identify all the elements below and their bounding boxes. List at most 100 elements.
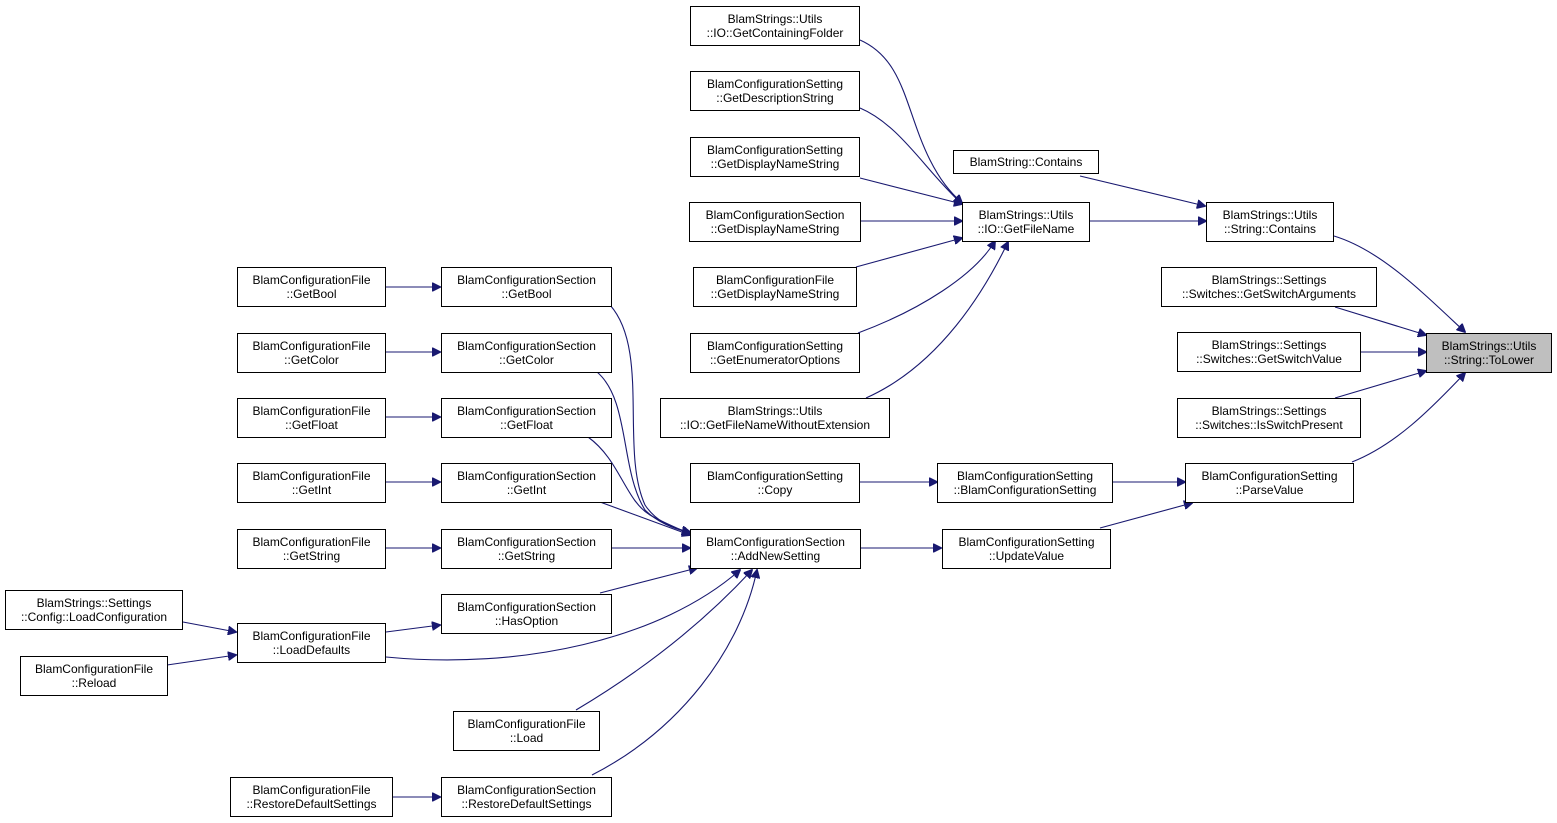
node-file-reload-line2: ::Reload bbox=[71, 676, 117, 690]
node-section-hasoption-line1: BlamConfigurationSection bbox=[457, 599, 596, 614]
node-parsevalue[interactable]: BlamConfigurationSetting ::ParseValue bbox=[1185, 463, 1354, 503]
node-getdescriptionstring-line1: BlamConfigurationSetting bbox=[706, 76, 844, 91]
node-file-getcolor[interactable]: BlamConfigurationFile ::GetColor bbox=[237, 333, 386, 373]
node-addnewsetting-line2: ::AddNewSetting bbox=[730, 549, 821, 563]
edge-loadconfiguration-loaddefaults bbox=[182, 621, 236, 632]
node-getcontainingfolder-line2: ::IO::GetContainingFolder bbox=[706, 26, 844, 40]
edge-loaddefaults-addnewsetting bbox=[385, 570, 740, 661]
node-section-hasoption-line2: ::HasOption bbox=[494, 614, 559, 628]
node-getenumeratoroptions[interactable]: BlamConfigurationSetting ::GetEnumerator… bbox=[690, 333, 860, 373]
node-section-getcolor[interactable]: BlamConfigurationSection ::GetColor bbox=[441, 333, 612, 373]
node-section-restoredefaultsettings[interactable]: BlamConfigurationSection ::RestoreDefaul… bbox=[441, 777, 612, 817]
node-updatevalue[interactable]: BlamConfigurationSetting ::UpdateValue bbox=[942, 529, 1111, 569]
node-file-getstring-line2: ::GetString bbox=[282, 549, 341, 563]
edge-hasoption-addnewsetting bbox=[599, 568, 697, 594]
node-section-restoredefaultsettings-line1: BlamConfigurationSection bbox=[457, 782, 596, 797]
edge-blamstringcontains-stringcontains bbox=[1079, 175, 1205, 206]
node-file-restoredefaultsettings-line1: BlamConfigurationFile bbox=[252, 782, 371, 797]
edge-reload-loaddefaults bbox=[166, 655, 236, 666]
node-file-getbool[interactable]: BlamConfigurationFile ::GetBool bbox=[237, 267, 386, 307]
edge-load-addnewsetting bbox=[575, 570, 752, 711]
node-section-getdisplaynamestring[interactable]: BlamConfigurationSection ::GetDisplayNam… bbox=[689, 202, 861, 242]
node-blamconfigurationsetting-ctor-line2: ::BlamConfigurationSetting bbox=[953, 483, 1097, 497]
node-addnewsetting[interactable]: BlamConfigurationSection ::AddNewSetting bbox=[690, 529, 861, 569]
node-addnewsetting-line1: BlamConfigurationSection bbox=[706, 534, 845, 549]
node-getenumeratoroptions-line1: BlamConfigurationSetting bbox=[706, 338, 844, 353]
node-file-reload[interactable]: BlamConfigurationFile ::Reload bbox=[20, 656, 168, 696]
node-setting-copy-line1: BlamConfigurationSetting bbox=[706, 468, 844, 483]
node-string-contains-line1: BlamStrings::Utils bbox=[1222, 207, 1318, 222]
node-file-getstring[interactable]: BlamConfigurationFile ::GetString bbox=[237, 529, 386, 569]
node-file-load-line1: BlamConfigurationFile bbox=[467, 716, 586, 731]
node-getfilename[interactable]: BlamStrings::Utils ::IO::GetFileName bbox=[962, 202, 1090, 242]
node-tolower-line1: BlamStrings::Utils bbox=[1441, 338, 1537, 353]
node-updatevalue-line1: BlamConfigurationSetting bbox=[958, 534, 1095, 549]
node-file-getint[interactable]: BlamConfigurationFile ::GetInt bbox=[237, 463, 386, 503]
node-getenumeratoroptions-line2: ::GetEnumeratorOptions bbox=[709, 353, 841, 367]
edge-isswitchpresent-tolower bbox=[1334, 371, 1426, 399]
node-setting-copy[interactable]: BlamConfigurationSetting ::Copy bbox=[690, 463, 860, 503]
node-blamstring-contains-line1: BlamString::Contains bbox=[969, 154, 1083, 169]
node-file-getdisplaynamestring-line2: ::GetDisplayNameString bbox=[710, 287, 840, 301]
node-section-getbool[interactable]: BlamConfigurationSection ::GetBool bbox=[441, 267, 612, 307]
node-updatevalue-line2: ::UpdateValue bbox=[988, 549, 1065, 563]
edge-getswitcharguments-tolower bbox=[1334, 306, 1426, 335]
node-getswitcharguments[interactable]: BlamStrings::Settings ::Switches::GetSwi… bbox=[1161, 267, 1377, 307]
node-section-getint[interactable]: BlamConfigurationSection ::GetInt bbox=[441, 463, 612, 503]
node-getfilenamewithoutextension[interactable]: BlamStrings::Utils ::IO::GetFileNameWith… bbox=[660, 398, 890, 438]
node-file-getfloat[interactable]: BlamConfigurationFile ::GetFloat bbox=[237, 398, 386, 438]
node-string-contains[interactable]: BlamStrings::Utils ::String::Contains bbox=[1206, 202, 1334, 242]
node-isswitchpresent[interactable]: BlamStrings::Settings ::Switches::IsSwit… bbox=[1177, 398, 1361, 438]
node-section-getdisplaynamestring-line2: ::GetDisplayNameString bbox=[710, 222, 840, 236]
node-blamconfigurationsetting-ctor[interactable]: BlamConfigurationSetting ::BlamConfigura… bbox=[937, 463, 1113, 503]
node-file-loaddefaults-line2: ::LoadDefaults bbox=[272, 643, 351, 657]
node-blamstring-contains[interactable]: BlamString::Contains bbox=[953, 150, 1099, 174]
node-getfilename-line2: ::IO::GetFileName bbox=[977, 222, 1075, 236]
node-getswitchvalue[interactable]: BlamStrings::Settings ::Switches::GetSwi… bbox=[1177, 332, 1361, 372]
node-section-getcolor-line1: BlamConfigurationSection bbox=[457, 338, 596, 353]
node-section-getcolor-line2: ::GetColor bbox=[499, 353, 554, 367]
node-file-loaddefaults[interactable]: BlamConfigurationFile ::LoadDefaults bbox=[237, 623, 386, 663]
edge-filedisplayname-getfilename bbox=[855, 238, 962, 268]
node-getswitchvalue-line1: BlamStrings::Settings bbox=[1211, 337, 1327, 352]
node-file-load[interactable]: BlamConfigurationFile ::Load bbox=[453, 711, 600, 751]
node-section-getstring-line2: ::GetString bbox=[497, 549, 556, 563]
edge-loaddefaults-hasoption bbox=[385, 625, 440, 633]
node-parsevalue-line1: BlamConfigurationSetting bbox=[1201, 468, 1338, 483]
node-file-getfloat-line1: BlamConfigurationFile bbox=[252, 403, 371, 418]
node-getdescriptionstring-line2: ::GetDescriptionString bbox=[716, 91, 834, 105]
node-parsevalue-line2: ::ParseValue bbox=[1235, 483, 1304, 497]
node-file-restoredefaultsettings[interactable]: BlamConfigurationFile ::RestoreDefaultSe… bbox=[230, 777, 393, 817]
edge-updatevalue-parsevalue bbox=[1099, 503, 1192, 529]
node-file-getdisplaynamestring[interactable]: BlamConfigurationFile ::GetDisplayNameSt… bbox=[693, 267, 857, 307]
edge-getdescriptionstring-getfilename bbox=[859, 107, 962, 204]
node-file-load-line2: ::Load bbox=[509, 731, 544, 745]
node-file-getdisplaynamestring-line1: BlamConfigurationFile bbox=[715, 272, 835, 287]
node-section-getstring-line1: BlamConfigurationSection bbox=[457, 534, 596, 549]
edge-sectiongetcolor-addnewsetting bbox=[596, 371, 690, 533]
node-tolower-line2: ::String::ToLower bbox=[1443, 353, 1535, 367]
node-file-reload-line1: BlamConfigurationFile bbox=[34, 661, 154, 676]
edge-getcontainingfolder-getfilename bbox=[859, 39, 962, 203]
edge-sectiongetint-addnewsetting bbox=[599, 501, 690, 535]
node-section-getstring[interactable]: BlamConfigurationSection ::GetString bbox=[441, 529, 612, 569]
node-string-contains-line2: ::String::Contains bbox=[1223, 222, 1317, 236]
edge-settingdisplayname-getfilename bbox=[859, 177, 962, 204]
node-section-getbool-line2: ::GetBool bbox=[501, 287, 552, 301]
node-getdescriptionstring[interactable]: BlamConfigurationSetting ::GetDescriptio… bbox=[690, 71, 860, 111]
node-getcontainingfolder[interactable]: BlamStrings::Utils ::IO::GetContainingFo… bbox=[690, 6, 860, 46]
node-getfilename-line1: BlamStrings::Utils bbox=[978, 207, 1074, 222]
edge-sectiongetfloat-addnewsetting bbox=[587, 436, 690, 534]
node-loadconfiguration[interactable]: BlamStrings::Settings ::Config::LoadConf… bbox=[5, 590, 183, 630]
node-section-hasoption[interactable]: BlamConfigurationSection ::HasOption bbox=[441, 594, 612, 634]
node-tolower: BlamStrings::Utils ::String::ToLower bbox=[1426, 333, 1552, 373]
node-isswitchpresent-line1: BlamStrings::Settings bbox=[1211, 403, 1327, 418]
node-section-getfloat[interactable]: BlamConfigurationSection ::GetFloat bbox=[441, 398, 612, 438]
node-section-getint-line2: ::GetInt bbox=[506, 483, 547, 497]
node-setting-getdisplaynamestring[interactable]: BlamConfigurationSetting ::GetDisplayNam… bbox=[690, 137, 860, 177]
node-section-getint-line1: BlamConfigurationSection bbox=[457, 468, 596, 483]
node-file-getcolor-line2: ::GetColor bbox=[284, 353, 339, 367]
node-file-getfloat-line2: ::GetFloat bbox=[285, 418, 338, 432]
node-section-getdisplaynamestring-line1: BlamConfigurationSection bbox=[705, 207, 845, 222]
